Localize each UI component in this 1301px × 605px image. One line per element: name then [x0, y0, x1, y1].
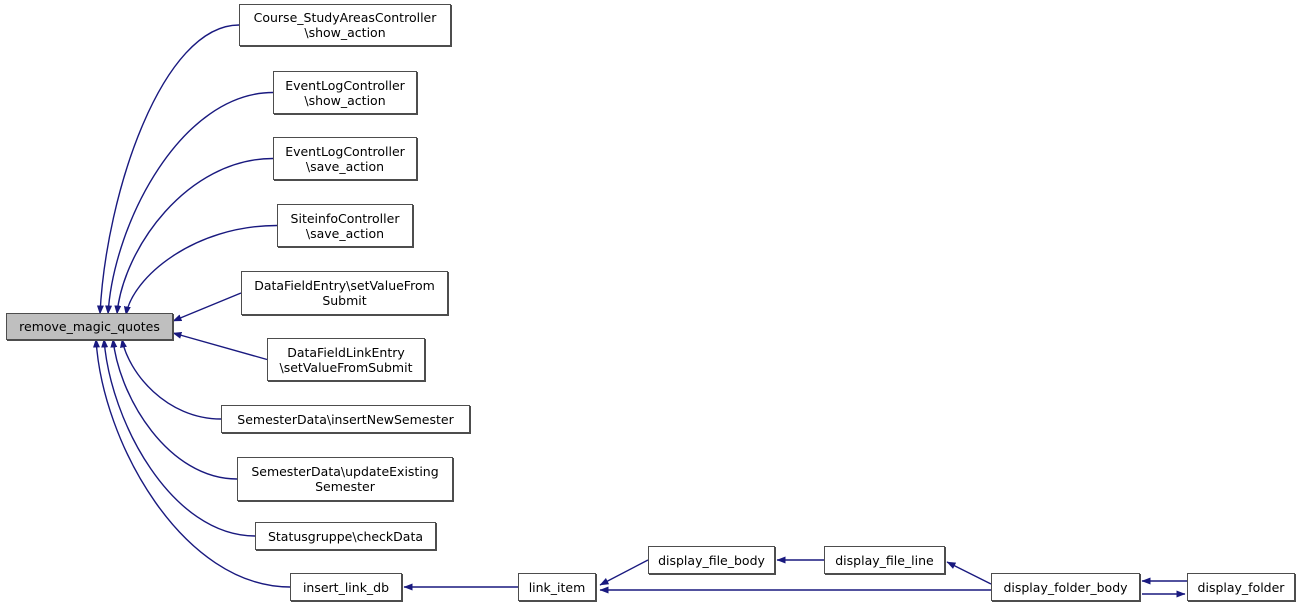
graph-edge-datafieldlinkentry_setvaluefromsubmit-to-remove_magic_quotes	[172, 331, 268, 361]
graph-node-display_folder[interactable]: display_folder	[1187, 573, 1295, 601]
graph-node-label: DataFieldLinkEntry \setValueFromSubmit	[279, 344, 413, 375]
graph-node-siteinfo_save[interactable]: SiteinfoController \save_action	[277, 204, 413, 247]
graph-node-label: display_file_body	[658, 552, 765, 568]
graph-node-label: Course_StudyAreasController \show_action	[253, 10, 437, 40]
graph-node-label: DataFieldEntry\setValueFrom Submit	[254, 278, 435, 308]
graph-edge-eventlog_show-to-remove_magic_quotes	[105, 91, 274, 315]
graph-node-label: Statusgruppe\checkData	[267, 528, 424, 544]
graph-node-datafieldentry_setvaluefromsubmit[interactable]: DataFieldEntry\setValueFrom Submit	[241, 271, 448, 315]
graph-node-semesterdata_insertnewsemester[interactable]: SemesterData\insertNewSemester	[221, 405, 470, 433]
graph-node-label: display_folder_body	[1003, 579, 1128, 595]
graph-edge-display_file_body-to-link_item	[599, 559, 649, 586]
graph-edge-semesterdata_updateexistingsemester-to-remove_magic_quotes	[110, 338, 238, 480]
graph-node-label: insert_link_db	[302, 579, 390, 595]
graph-edge-course_studyareas_show-to-remove_magic_quotes	[96, 24, 240, 315]
graph-node-label: display_folder	[1197, 579, 1285, 595]
graph-edge-semesterdata_insertnewsemester-to-remove_magic_quotes	[120, 338, 222, 420]
graph-node-insert_link_db[interactable]: insert_link_db	[290, 573, 402, 601]
graph-edge-eventlog_save-to-remove_magic_quotes	[114, 157, 274, 315]
graph-node-label: display_file_line	[835, 552, 934, 568]
graph-edge-display_folder_body-to-display_file_line	[946, 561, 992, 585]
graph-node-display_folder_body[interactable]: display_folder_body	[991, 573, 1140, 601]
graph-edge-datafieldentry_setvaluefromsubmit-to-remove_magic_quotes	[172, 292, 242, 322]
graph-node-label: EventLogController \show_action	[285, 77, 405, 108]
graph-node-link_item[interactable]: link_item	[518, 573, 596, 601]
graph-node-label: EventLogController \save_action	[285, 143, 405, 174]
graph-node-eventlog_save[interactable]: EventLogController \save_action	[273, 137, 417, 180]
graph-edge-siteinfo_save-to-remove_magic_quotes	[123, 224, 278, 316]
graph-node-eventlog_show[interactable]: EventLogController \show_action	[273, 71, 417, 114]
graph-edge-insert_link_db-to-remove_magic_quotes	[93, 338, 291, 588]
graph-node-label: SemesterData\insertNewSemester	[237, 411, 454, 427]
graph-node-label: SiteinfoController \save_action	[290, 210, 400, 241]
graph-node-display_file_line[interactable]: display_file_line	[824, 546, 945, 574]
graph-node-semesterdata_updateexistingsemester[interactable]: SemesterData\updateExisting Semester	[237, 457, 453, 501]
graph-node-label: SemesterData\updateExisting Semester	[251, 464, 439, 494]
graph-node-datafieldlinkentry_setvaluefromsubmit[interactable]: DataFieldLinkEntry \setValueFromSubmit	[267, 338, 425, 381]
graph-node-course_studyareas_show[interactable]: Course_StudyAreasController \show_action	[239, 4, 451, 46]
graph-node-statusgruppe_checkdata[interactable]: Statusgruppe\checkData	[255, 522, 436, 550]
graph-node-label: remove_magic_quotes	[19, 319, 160, 334]
graph-node-label: link_item	[528, 579, 586, 595]
graph-node-remove_magic_quotes[interactable]: remove_magic_quotes	[6, 313, 173, 340]
graph-edge-statusgruppe_checkdata-to-remove_magic_quotes	[101, 338, 256, 537]
graph-node-display_file_body[interactable]: display_file_body	[648, 546, 775, 574]
